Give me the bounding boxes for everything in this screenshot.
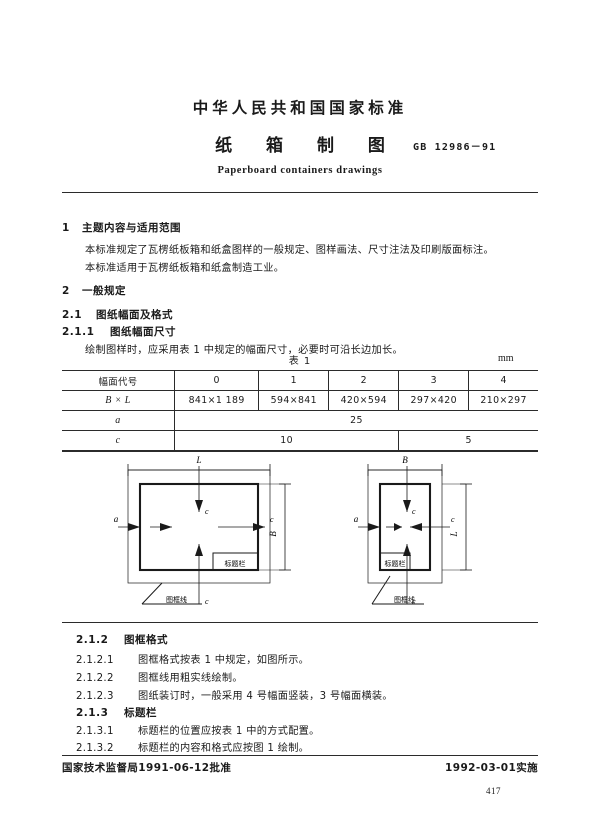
- portrait-dim-top-label: B: [402, 455, 408, 465]
- section-2-1-3-title: 标题栏: [124, 707, 157, 719]
- figure-divider-top: [62, 451, 538, 452]
- dimension-cell-0: 841×1 189: [174, 390, 260, 411]
- code-cell-4: 4: [468, 370, 538, 391]
- table-row-a: a 25: [62, 410, 538, 431]
- portrait-dim-c-top-label: c: [412, 507, 416, 516]
- page-title: 纸 箱 制 图: [215, 136, 399, 156]
- landscape-dim-c-bottom-label: c: [205, 597, 209, 606]
- section-2-1-heading: 2.1 图纸幅面及格式: [62, 307, 173, 322]
- portrait-frame-diagram: B L a c c c 标题栏 图框线: [354, 455, 472, 606]
- section-2-1-1-title: 图纸幅面尺寸: [110, 326, 176, 338]
- landscape-dim-left-label: a: [114, 514, 119, 524]
- section-2-1-1-heading: 2.1.1 图纸幅面尺寸: [62, 324, 176, 339]
- footer-divider: [62, 755, 538, 757]
- page-number: 417: [486, 786, 501, 796]
- section-1-paragraph-2: 本标准适用于瓦楞纸板箱和纸盒制造工业。: [85, 263, 285, 274]
- section-2-number: 2: [62, 285, 70, 297]
- landscape-title-block-label: 标题栏: [225, 559, 246, 568]
- code-cell-3: 3: [398, 370, 470, 391]
- section-2-1-number: 2.1: [62, 309, 83, 321]
- figure-area: L B a c c c 标题栏 图框线: [62, 452, 538, 620]
- code-cell-2: 2: [328, 370, 400, 391]
- table-row-c: c 10 5: [62, 430, 538, 451]
- portrait-title-block-label: 标题栏: [385, 559, 406, 568]
- code-cell-0: 0: [174, 370, 260, 391]
- clause-2-1-2-3-number: 2.1.2.3: [76, 691, 114, 702]
- title-english: Paperboard containers drawings: [217, 165, 383, 176]
- landscape-dim-c-right-label: c: [270, 515, 274, 524]
- section-2-1-3-number: 2.1.3: [76, 707, 109, 719]
- dimension-cell-3: 297×420: [398, 390, 470, 411]
- implementation-statement: 1992-03-01实施: [445, 762, 538, 774]
- portrait-dim-c-bottom-label: c: [412, 597, 416, 606]
- table-row-code: 幅面代号 0 1 2 3 4: [62, 370, 538, 391]
- landscape-dim-c-top-label: c: [205, 507, 209, 516]
- dimension-cell-2: 420×594: [328, 390, 400, 411]
- clause-2-1-2-3-text: 图纸装订时，一般采用 4 号幅面竖装，3 号幅面横装。: [138, 691, 393, 702]
- clause-2-1-3-2-text: 标题栏的内容和格式应按图 1 绘制。: [138, 743, 310, 754]
- landscape-frame-diagram: L B a c c c 标题栏 图框线: [114, 455, 291, 606]
- clause-2-1-3-1: 2.1.3.1 标题栏的位置应按表 1 中的方式配置。: [76, 722, 320, 737]
- clause-2-1-2-1: 2.1.2.1 图框格式按表 1 中规定，如图所示。: [76, 651, 309, 666]
- a-value-cell: 25: [174, 410, 538, 431]
- clause-2-1-2-2-text: 图框线用粗实线绘制。: [138, 673, 243, 684]
- national-standard-line: 中华人民共和国国家标准: [192, 99, 408, 117]
- table-row-dimensions: B × L 841×1 189 594×841 420×594 297×420 …: [62, 390, 538, 411]
- standard-number: GB 12986－91: [413, 142, 497, 153]
- row-label-c: c: [62, 430, 175, 451]
- c-value-cell-1: 5: [398, 430, 538, 451]
- section-1-title: 主题内容与适用范围: [82, 222, 181, 234]
- clause-2-1-2-2-number: 2.1.2.2: [76, 673, 114, 684]
- portrait-dim-left-label: a: [354, 514, 359, 524]
- clause-2-1-3-2-number: 2.1.3.2: [76, 743, 114, 754]
- row-label-a: a: [62, 410, 175, 431]
- section-2-1-2-title: 图框格式: [124, 634, 168, 646]
- section-2-title: 一般规定: [82, 285, 126, 297]
- section-1-number: 1: [62, 222, 70, 234]
- clause-2-1-3-1-number: 2.1.3.1: [76, 726, 114, 737]
- paper-size-table: 幅面代号 0 1 2 3 4 B × L 841×1 189 594×841 4…: [62, 370, 538, 451]
- portrait-frame-line-label: 图框线: [394, 595, 415, 604]
- landscape-frame-line-label: 图框线: [166, 595, 187, 604]
- figure-divider-bottom: [62, 622, 538, 623]
- table-unit-label: mm: [498, 353, 514, 364]
- clause-2-1-2-1-number: 2.1.2.1: [76, 655, 114, 666]
- section-2-1-2-heading: 2.1.2 图框格式: [76, 632, 168, 647]
- clause-2-1-2-1-text: 图框格式按表 1 中规定，如图所示。: [138, 655, 310, 666]
- approval-statement: 国家技术监督局1991-06-12批准: [62, 762, 232, 774]
- dimension-cell-1: 594×841: [258, 390, 330, 411]
- section-2-1-1-number: 2.1.1: [62, 326, 95, 338]
- landscape-dim-top-label: L: [195, 455, 201, 465]
- portrait-dim-c-right-label: c: [451, 515, 455, 524]
- section-2-heading: 2 一般规定: [62, 283, 126, 298]
- dimension-cell-4: 210×297: [468, 390, 538, 411]
- clause-2-1-3-2: 2.1.3.2 标题栏的内容和格式应按图 1 绘制。: [76, 739, 309, 754]
- clause-2-1-3-1-text: 标题栏的位置应按表 1 中的方式配置。: [138, 726, 320, 737]
- clause-2-1-2-2: 2.1.2.2 图框线用粗实线绘制。: [76, 669, 243, 684]
- header-divider: [62, 192, 538, 193]
- clause-2-1-2-3: 2.1.2.3 图纸装订时，一般采用 4 号幅面竖装，3 号幅面横装。: [76, 687, 393, 702]
- section-2-1-title: 图纸幅面及格式: [96, 309, 173, 321]
- section-2-1-3-heading: 2.1.3 标题栏: [76, 705, 157, 720]
- section-2-1-1-paragraph: 绘制图样时，应采用表 1 中规定的幅面尺寸，必要时可沿长边加长。: [85, 345, 403, 356]
- row-label-bl: B × L: [62, 390, 175, 411]
- code-cell-1: 1: [258, 370, 330, 391]
- section-2-1-2-number: 2.1.2: [76, 634, 109, 646]
- portrait-dim-right-label: L: [449, 531, 459, 537]
- landscape-dim-right-label: B: [268, 531, 278, 537]
- c-value-cell-0: 10: [174, 430, 400, 451]
- section-1-paragraph-1: 本标准规定了瓦楞纸板箱和纸盒图样的一般规定、图样画法、尺寸注法及印刷版面标注。: [85, 245, 495, 256]
- table-caption: 表 1: [288, 356, 312, 367]
- row-label-code: 幅面代号: [62, 370, 175, 391]
- section-1-heading: 1 主题内容与适用范围: [62, 220, 181, 235]
